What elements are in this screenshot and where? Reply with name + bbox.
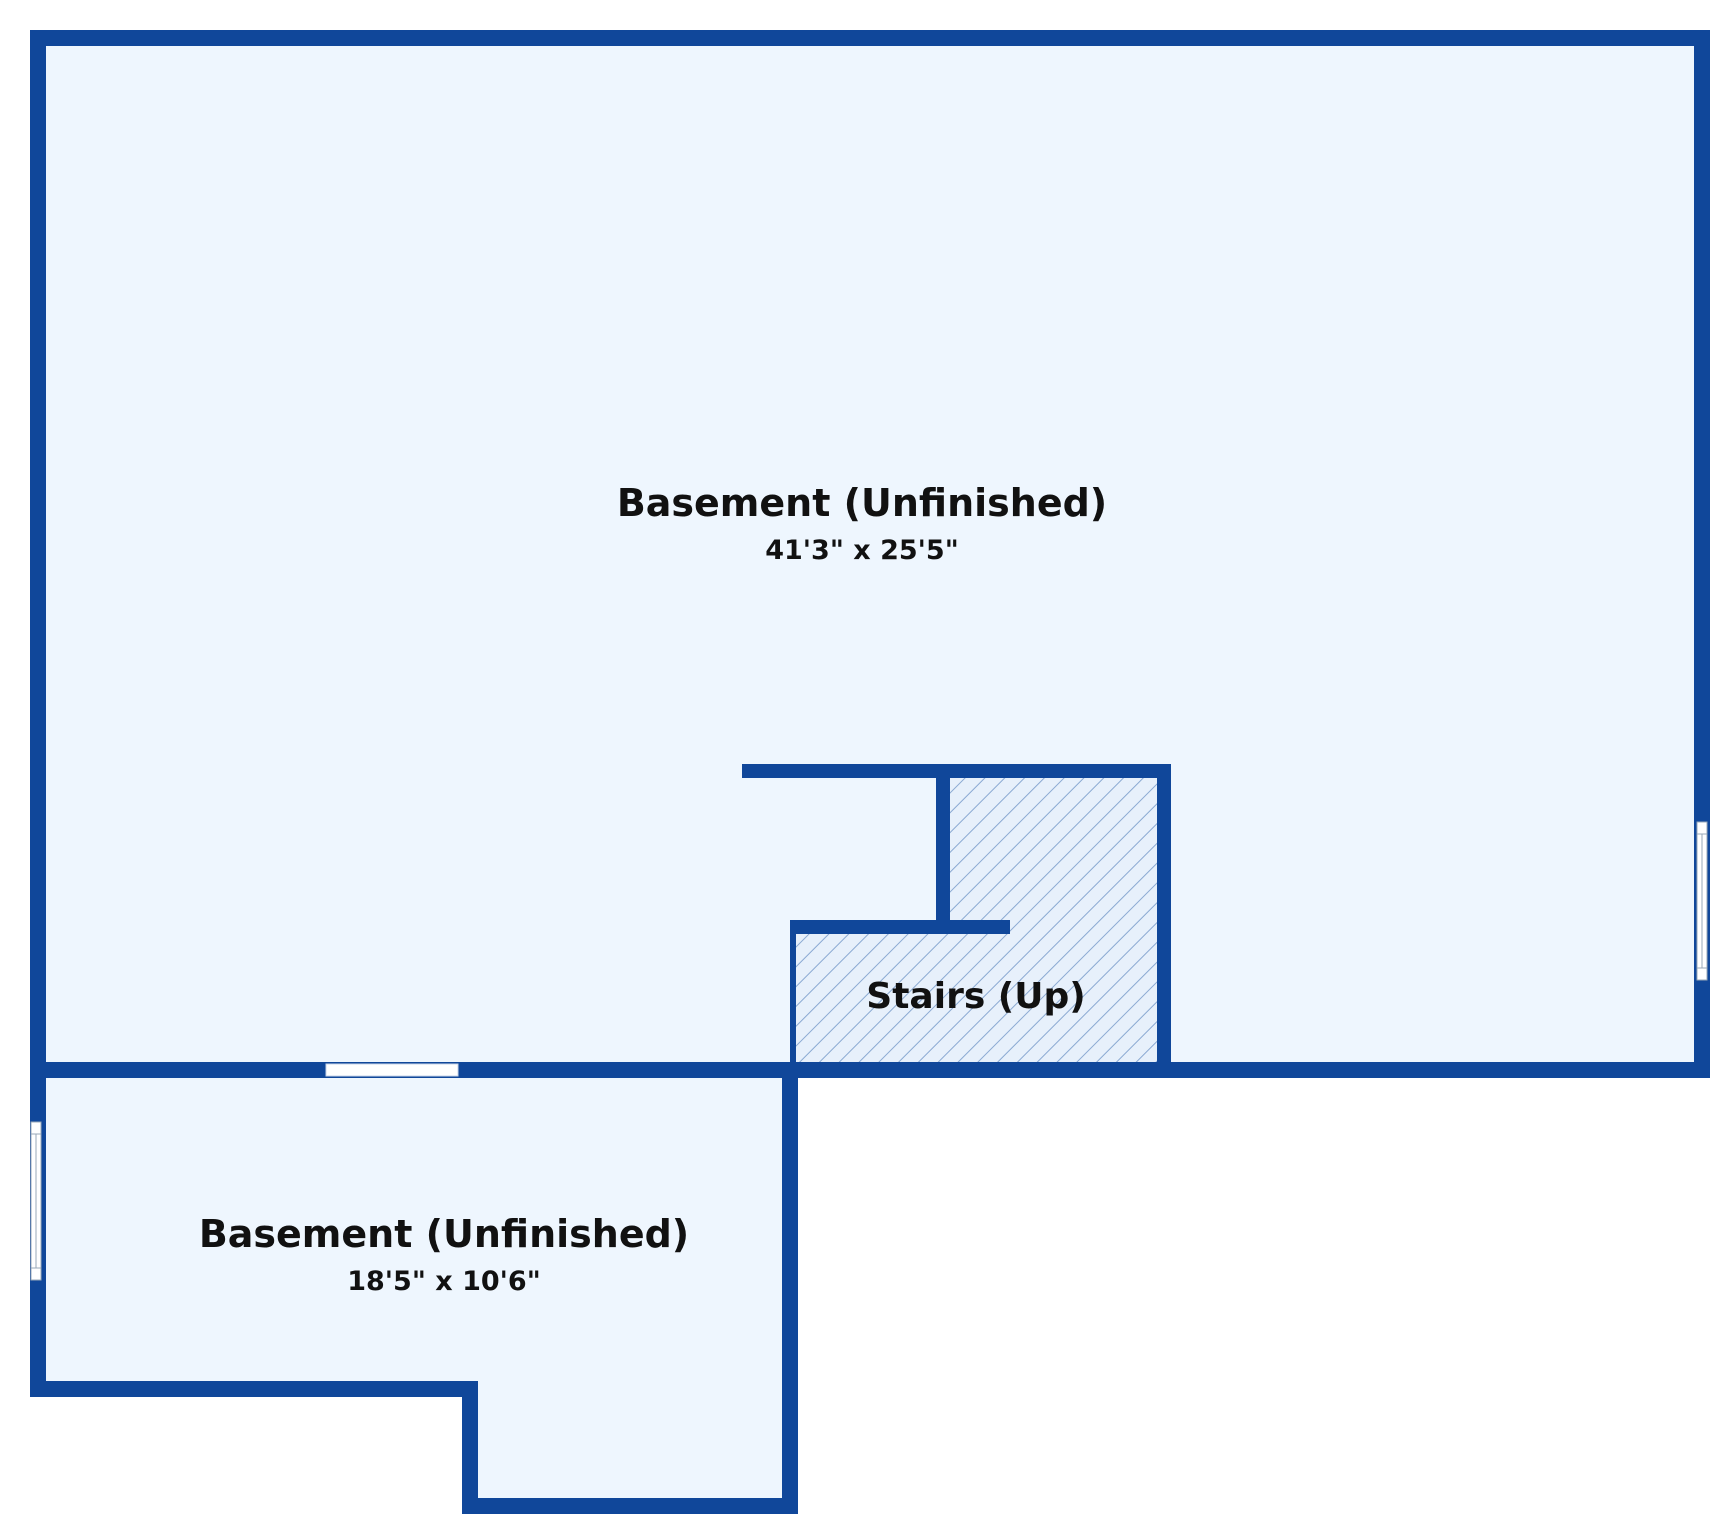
main-basement-floor (38, 38, 1700, 1070)
stairs-walls (742, 764, 1171, 1070)
lower-step-vertical-wall (462, 1381, 478, 1514)
top-wall (30, 30, 1710, 46)
main-basement-name: Basement (Unfinished) (617, 481, 1107, 525)
stairs-left-wall (790, 920, 796, 1070)
stairs-landing-wall (790, 920, 1010, 934)
lower-step-bottom-wall (30, 1381, 478, 1397)
stairs-right-wall (1157, 764, 1171, 1070)
lower-basement-floor (38, 1075, 792, 1506)
main-basement-dimensions: 41'3" x 25'5" (765, 535, 959, 566)
lower-basement-name: Basement (Unfinished) (199, 1212, 689, 1256)
middle-wall (30, 1062, 1710, 1078)
right-wall (1694, 30, 1710, 1078)
door-opening (325, 1063, 459, 1077)
lower-basement-dimensions: 18'5" x 10'6" (347, 1266, 541, 1297)
lower-right-wall (782, 1062, 798, 1514)
stairs-label: Stairs (Up) (866, 976, 1085, 1017)
stairs-inner-wall (936, 764, 950, 930)
left-wall (30, 30, 46, 1078)
lower-bottom-wall (462, 1498, 798, 1514)
stairs-top-wall (742, 764, 1171, 778)
left-window (30, 1121, 42, 1281)
right-window (1696, 821, 1708, 981)
